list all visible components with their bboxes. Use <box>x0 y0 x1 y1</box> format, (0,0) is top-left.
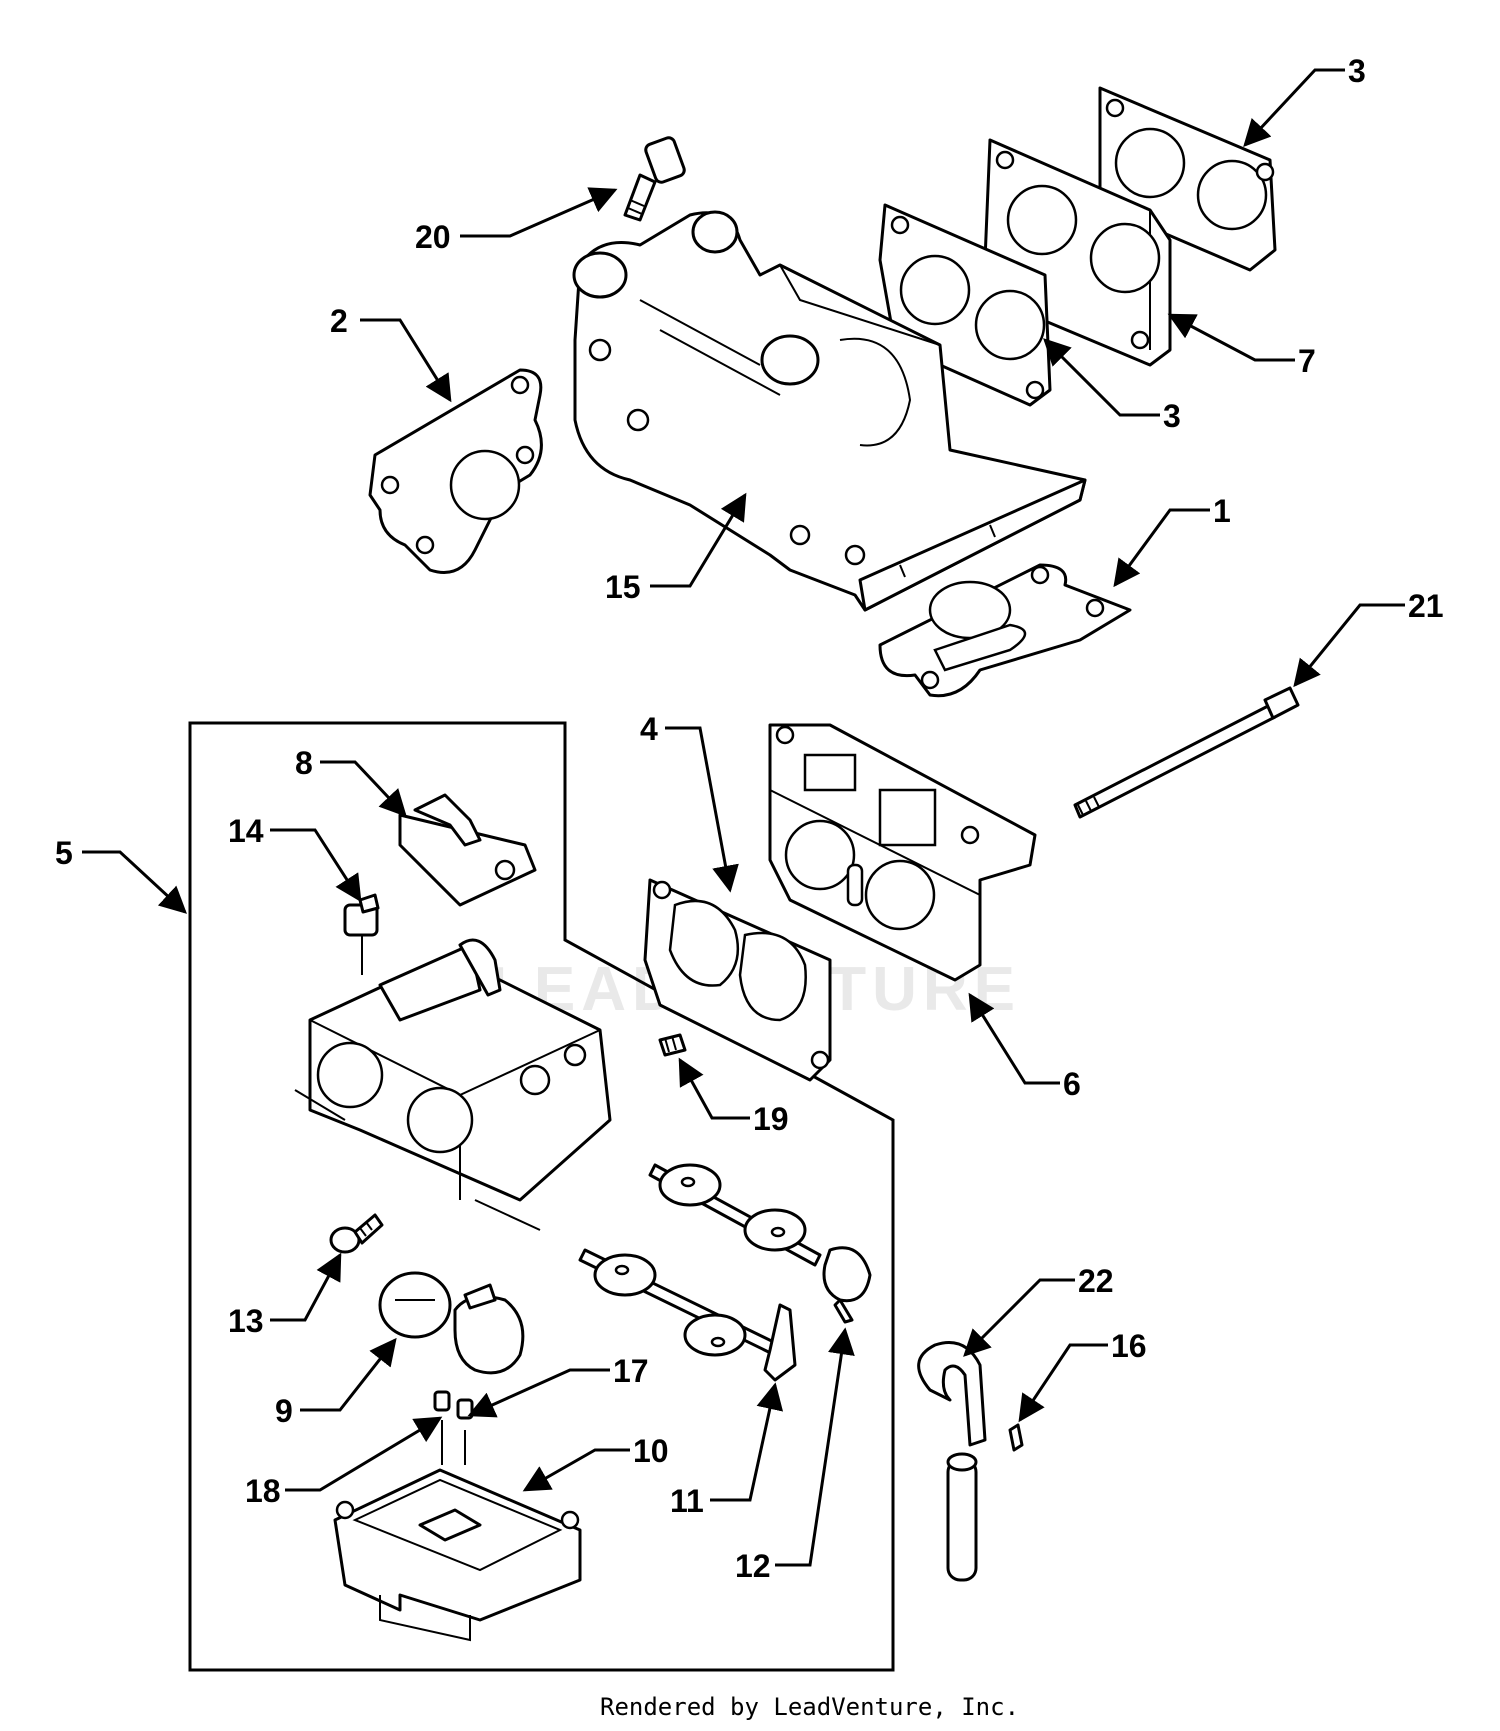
clip-16 <box>1008 1423 1024 1452</box>
callout-22: 22 <box>1078 1263 1114 1299</box>
carburetor-body <box>294 938 612 1231</box>
callout-leaders <box>82 68 1405 1567</box>
float-bowl-10 <box>333 1468 582 1642</box>
screw-13 <box>329 1213 384 1254</box>
callout-15: 15 <box>605 569 641 605</box>
footer-credit: Rendered by LeadVenture, Inc. <box>600 1693 1019 1721</box>
gasket-3-middle <box>878 203 1052 407</box>
callout-3-top: 3 <box>1348 53 1366 89</box>
callout-16: 16 <box>1111 1328 1147 1364</box>
adapter-6 <box>768 723 1037 982</box>
carburetor-assembly-box <box>188 721 895 1672</box>
callout-1: 1 <box>1213 493 1231 529</box>
gasket-2 <box>368 368 543 574</box>
callout-6: 6 <box>1063 1066 1081 1102</box>
spring-19 <box>658 1033 687 1057</box>
callout-3-middle: 3 <box>1163 398 1181 434</box>
callout-5: 5 <box>55 835 73 871</box>
gasket-1 <box>878 563 1132 698</box>
stud-21 <box>1073 686 1300 819</box>
float-9 <box>378 1271 525 1375</box>
cover-plate-8 <box>398 793 537 907</box>
hose-22 <box>917 1341 987 1582</box>
throttle-shaft-11 <box>578 1248 797 1382</box>
callout-18: 18 <box>245 1473 281 1509</box>
callout-7: 7 <box>1298 343 1316 379</box>
callout-11: 11 <box>670 1483 704 1519</box>
callout-14: 14 <box>228 813 264 849</box>
bolt-20 <box>623 136 686 222</box>
gasket-4 <box>643 878 832 1082</box>
intake-manifold-15 <box>572 210 1087 612</box>
callout-4: 4 <box>640 711 658 747</box>
gasket-3-top <box>1098 86 1277 272</box>
callout-21: 21 <box>1408 588 1444 624</box>
callout-2: 2 <box>330 303 348 339</box>
solenoid-14 <box>343 893 380 975</box>
jets-17-18 <box>433 1390 474 1465</box>
callout-12: 12 <box>735 1548 771 1584</box>
callout-10: 10 <box>633 1433 669 1469</box>
callout-8: 8 <box>295 745 313 781</box>
choke-shaft-12 <box>648 1163 872 1324</box>
callout-20: 20 <box>415 219 451 255</box>
callout-9: 9 <box>275 1393 293 1429</box>
callout-19: 19 <box>753 1101 789 1137</box>
callout-17: 17 <box>613 1353 649 1389</box>
callout-13: 13 <box>228 1303 264 1339</box>
